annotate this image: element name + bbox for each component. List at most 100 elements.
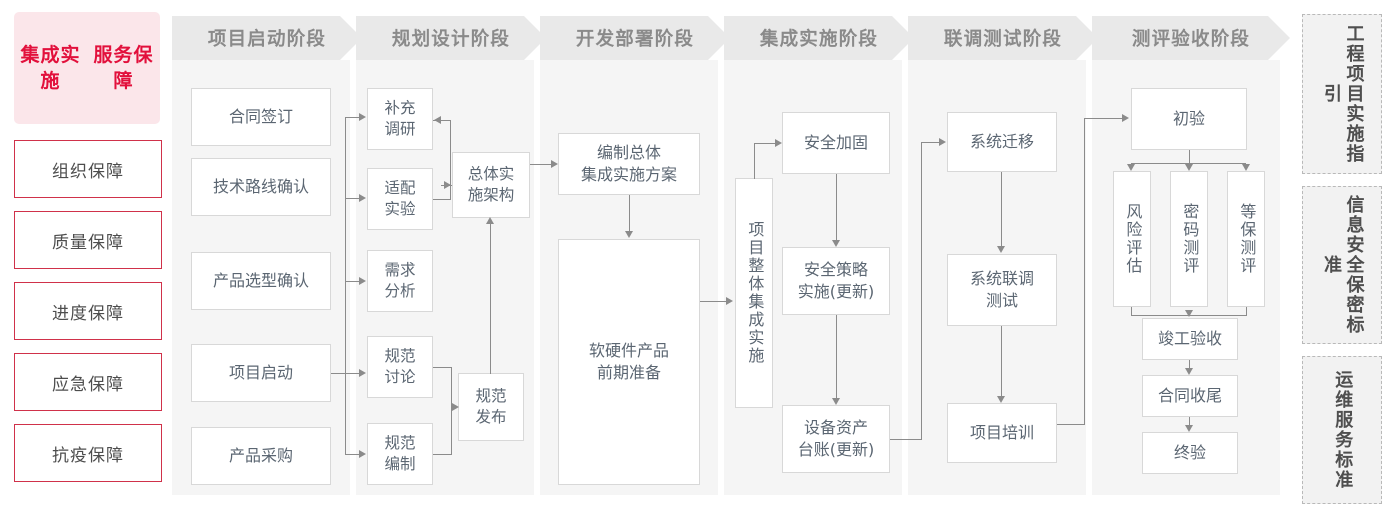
phase-header-3[interactable]: 开发部署阶段 (540, 16, 730, 60)
connector-adaptation-right (433, 199, 451, 201)
arrowhead-security-policy (832, 240, 840, 247)
node-system-joint-debug-test[interactable]: 系统联调 测试 (947, 254, 1057, 326)
arrowhead-supplementary-research (359, 113, 366, 121)
phase-header-4[interactable]: 集成实施阶段 (724, 16, 914, 60)
phase-header-2[interactable]: 规划设计阶段 (356, 16, 546, 60)
arrowhead-password-evaluation (1185, 164, 1193, 171)
node-supplementary-research-label: 补充 调研 (384, 99, 416, 138)
arrowhead-hw-sw-prep (625, 231, 633, 238)
connector-to-preliminary-acceptance (1084, 118, 1123, 120)
arrowhead-back-to-supp-research (434, 116, 441, 124)
connector-to-requirement-analysis (345, 281, 360, 283)
arrowhead-overall-integration (726, 297, 733, 305)
node-supplementary-research[interactable]: 补充 调研 (367, 88, 433, 150)
node-adaptation-test[interactable]: 适配 实验 (367, 168, 433, 230)
node-security-policy-impl-label: 安全策略 实施(更新) (797, 260, 875, 301)
node-tech-route-confirm[interactable]: 技术路线确认 (191, 158, 331, 216)
phase-header-5[interactable]: 联调测试阶段 (908, 16, 1098, 60)
node-product-model-confirm[interactable]: 产品选型确认 (191, 252, 331, 310)
connector-spec-drafting-right (433, 454, 452, 456)
arrowhead-security-hardening (775, 139, 782, 147)
connector-mlps-down (1246, 307, 1248, 316)
arrowhead-requirement-analysis (359, 277, 366, 285)
guarantee-item-schedule[interactable]: 进度保障 (14, 282, 162, 340)
standard-box-infosec-standard[interactable]: 信息安全保密标准 (1302, 186, 1382, 344)
connector-ledger-right (890, 439, 922, 441)
node-spec-release-label: 规范 发布 (475, 387, 507, 426)
connector-hardening-to-policy (836, 174, 838, 240)
connector-p1-spine (345, 117, 347, 454)
arrowhead-asset-ledger (832, 398, 840, 405)
connector-kickoff-to-spec-discussion (331, 373, 360, 375)
arrowhead-architecture-from-below (486, 217, 494, 224)
connector-training-up-spine (1084, 118, 1086, 425)
connector-preliminary-fanout (1131, 163, 1246, 165)
node-adaptation-test-label: 适配 实验 (384, 179, 416, 218)
connector-migration-to-joint-test (1001, 172, 1003, 246)
node-overall-impl-architecture[interactable]: 总体实 施架构 (452, 152, 530, 218)
node-requirement-analysis-label: 需求 分析 (384, 261, 416, 300)
phase-header-6[interactable]: 测评验收阶段 (1092, 16, 1290, 60)
connector-preliminary-down (1189, 150, 1191, 164)
node-project-training[interactable]: 项目培训 (947, 403, 1057, 463)
node-spec-release[interactable]: 规范 发布 (458, 373, 524, 441)
guarantee-item-organization[interactable]: 组织保障 (14, 140, 162, 198)
arrowhead-mlps-evaluation (1242, 164, 1250, 171)
node-overall-impl-architecture-label: 总体实 施架构 (467, 165, 515, 204)
node-risk-assessment[interactable]: 风险评估 (1113, 171, 1151, 307)
node-preliminary-acceptance[interactable]: 初验 (1131, 88, 1247, 150)
connector-closeout-to-final (1189, 417, 1191, 425)
connector-p2-merge-spine (450, 120, 452, 200)
node-security-hardening[interactable]: 安全加固 (782, 112, 890, 174)
standard-box-ops-service-standard-label: 运维服务标准 (1332, 370, 1354, 490)
arrowhead-draft-plan (551, 160, 558, 168)
phase-header-1[interactable]: 项目启动阶段 (172, 16, 362, 60)
guarantee-item-quality[interactable]: 质量保障 (14, 211, 162, 269)
connector-to-system-migration (921, 142, 940, 144)
node-security-policy-impl[interactable]: 安全策略 实施(更新) (782, 247, 890, 315)
node-draft-overall-integration-plan[interactable]: 编制总体 集成实施方案 (558, 133, 700, 195)
node-product-procurement[interactable]: 产品采购 (191, 427, 331, 485)
standard-box-engineering-guide[interactable]: 工程项目实施指引 (1302, 14, 1382, 174)
node-system-migration[interactable]: 系统迁移 (947, 112, 1057, 172)
standard-box-ops-service-standard[interactable]: 运维服务标准 (1302, 356, 1382, 504)
node-contract-closeout[interactable]: 合同收尾 (1142, 375, 1238, 417)
node-final-acceptance[interactable]: 终验 (1142, 432, 1238, 474)
arrowhead-preliminary-acceptance (1122, 114, 1129, 122)
arrowhead-spec-release (452, 403, 459, 411)
connector-to-spec-drafting (345, 454, 360, 456)
connector-to-supplementary-research (345, 117, 360, 119)
node-system-joint-debug-test-label: 系统联调 测试 (969, 269, 1034, 310)
connector-spec-discussion-right (433, 367, 452, 369)
guarantee-item-epidemic[interactable]: 抗疫保障 (14, 424, 162, 482)
node-project-kickoff[interactable]: 项目启动 (191, 344, 331, 402)
node-asset-ledger-update[interactable]: 设备资产 台账(更新) (782, 405, 890, 473)
guarantee-rail: 集成实施 服务保障 组织保障 质量保障 进度保障 应急保障 抗疫保障 (14, 12, 162, 504)
connector-integration-to-hardening (754, 143, 776, 145)
arrowhead-joint-test (997, 246, 1005, 253)
connector-prep-to-integration (700, 301, 727, 303)
guarantee-item-emergency[interactable]: 应急保障 (14, 353, 162, 411)
node-spec-discussion-label: 规范 讨论 (384, 347, 416, 386)
connector-ledger-up-spine (921, 142, 923, 440)
node-overall-project-integration[interactable]: 项目整体集成实施 (735, 178, 773, 408)
node-draft-overall-integration-plan-label: 编制总体 集成实施方案 (580, 143, 677, 184)
connector-integration-up (754, 143, 756, 179)
node-spec-discussion[interactable]: 规范 讨论 (367, 336, 433, 398)
node-hw-sw-preparation[interactable]: 软硬件产品 前期准备 (558, 239, 700, 485)
arrowhead-completion-acceptance (1185, 310, 1193, 317)
arrowhead-adaptation-test (359, 194, 366, 202)
node-requirement-analysis[interactable]: 需求 分析 (367, 250, 433, 312)
node-password-evaluation[interactable]: 密码测评 (1170, 171, 1208, 307)
arrowhead-spec-drafting (359, 450, 366, 458)
standard-box-engineering-guide-label: 工程项目实施指引 (1321, 24, 1365, 164)
arrowhead-risk-assessment (1127, 164, 1135, 171)
node-contract-signing[interactable]: 合同签订 (191, 88, 331, 146)
arrowhead-system-migration (939, 138, 946, 146)
node-hw-sw-preparation-label: 软硬件产品 前期准备 (588, 341, 669, 382)
node-mlps-evaluation[interactable]: 等保测评 (1227, 171, 1265, 307)
guarantee-title: 集成实施 服务保障 (14, 12, 160, 124)
standard-box-infosec-standard-label: 信息安全保密标准 (1321, 195, 1365, 335)
node-spec-drafting[interactable]: 规范 编制 (367, 423, 433, 485)
node-completion-acceptance[interactable]: 竣工验收 (1142, 318, 1238, 360)
